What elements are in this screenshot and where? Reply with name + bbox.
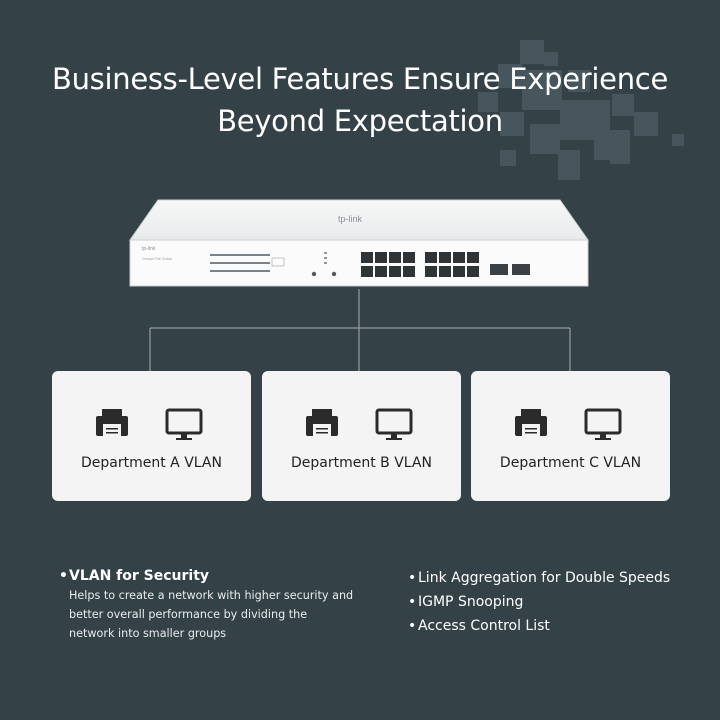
feature-item: •Access Control List (408, 614, 708, 638)
bullet: • (408, 594, 417, 610)
status-leds (210, 254, 285, 272)
feature-vlan-security: •VLAN for Security Helps to create a net… (59, 566, 359, 643)
monitor-icon (375, 408, 413, 440)
printer-icon (515, 409, 547, 438)
headline-line-1: Business-Level Features Ensure Experienc… (52, 62, 668, 96)
vlan-card-b: Department B VLAN (262, 371, 461, 501)
monitor-icon (584, 408, 622, 440)
bullet: • (408, 570, 417, 586)
description-line: network into smaller groups (69, 627, 227, 640)
bullet: • (59, 568, 68, 584)
feature-title: VLAN for Security (69, 568, 210, 584)
vlan-label: Department A VLAN (81, 455, 222, 471)
brand-top-text: tp-link (338, 214, 363, 224)
headline-line-2: Beyond Expectation (217, 104, 503, 138)
feature-item: •Link Aggregation for Double Speeds (408, 566, 708, 590)
vlan-card-a: Department A VLAN (52, 371, 251, 501)
network-switch: tp-link tp-link Omada PoE Switch (129, 199, 589, 287)
feature-description: Helps to create a network with higher se… (69, 586, 359, 643)
feature-item-text: Link Aggregation for Double Speeds (418, 570, 671, 586)
mode-button (331, 271, 337, 277)
description-line: Helps to create a network with higher se… (69, 589, 354, 602)
vlan-label: Department C VLAN (499, 455, 642, 471)
model-text: Omada PoE Switch (142, 257, 172, 261)
feature-list: •Link Aggregation for Double Speeds •IGM… (408, 566, 708, 638)
sfp-ports (490, 264, 530, 275)
feature-item-text: IGMP Snooping (418, 594, 524, 610)
headline: Business-Level Features Ensure Experienc… (0, 58, 720, 142)
brand-front-text: tp-link (142, 246, 156, 252)
feature-item: •IGMP Snooping (408, 590, 708, 614)
vlan-label: Department B VLAN (291, 455, 432, 471)
bullet: • (408, 618, 417, 634)
feature-item-text: Access Control List (418, 618, 550, 634)
vlan-card-c: Department C VLAN (471, 371, 670, 501)
description-line: better overall performance by dividing t… (69, 608, 308, 621)
ethernet-ports (361, 252, 479, 277)
monitor-icon (165, 408, 203, 440)
reset-button (311, 271, 317, 277)
printer-icon (306, 409, 338, 438)
printer-icon (96, 409, 128, 438)
